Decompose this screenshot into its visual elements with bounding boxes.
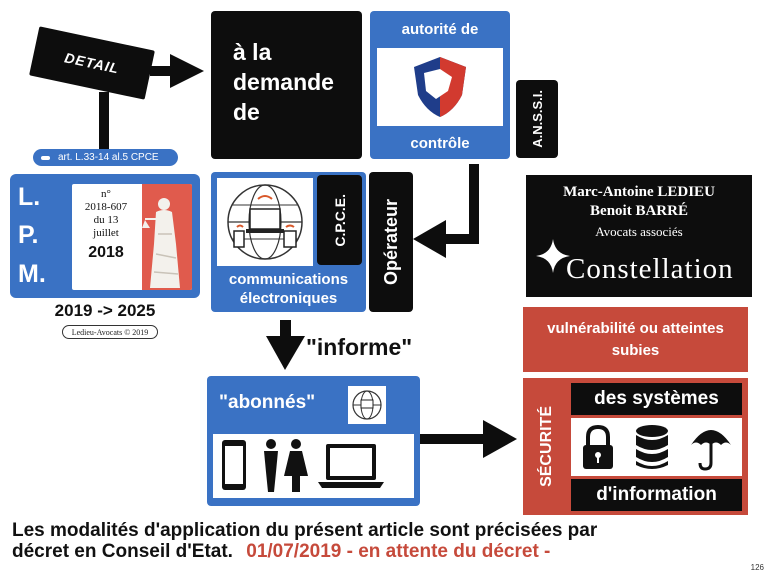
lpm-ref-text: art. L.33-14 al.5 CPCE <box>58 152 159 163</box>
abonnes-globe-panel <box>348 386 386 424</box>
footer-line1: Les modalités d'application du présent a… <box>12 520 598 541</box>
abonnes-image-panel <box>213 434 414 498</box>
cpce-side-box: C.P.C.E. <box>317 175 362 265</box>
anssi-logo-panel <box>377 48 503 126</box>
lpm-date: du 13 juillet <box>93 214 119 239</box>
demande-box: à la demande de <box>211 11 362 159</box>
lpm-number-prefix: n° <box>101 188 111 200</box>
umbrella-icon <box>691 430 732 471</box>
lpm-letter-l: L. <box>18 182 41 211</box>
securite-icons-panel <box>571 418 742 476</box>
lpm-range: 2019 -> 2025 <box>54 301 156 320</box>
copyright-badge: Ledieu-Avocats © 2019 <box>62 325 158 339</box>
lpm-letters: L. P. M. <box>18 178 54 294</box>
footer-status: 01/07/2019 - en attente du décret - <box>246 541 551 562</box>
securite-side: SÉCURITÉ <box>527 382 567 511</box>
lpm-doc: n° 2018-607 du 13 juillet 2018 <box>72 184 192 290</box>
securite-top-box: vulnérabilité ou atteintes subies <box>523 307 748 372</box>
lpm-doc-image <box>142 184 192 290</box>
lpm-card: L. P. M. n° 2018-607 du 13 juillet 2018 <box>10 174 200 298</box>
securite-side-label: SÉCURITÉ <box>538 406 555 487</box>
constellation-name1: Marc-Antoine LEDIEU <box>563 183 715 200</box>
arrow-detail-demande <box>170 54 204 88</box>
arrow-informe <box>266 336 305 370</box>
globe-icon <box>352 390 382 420</box>
star-icon <box>536 239 570 273</box>
minus-icon <box>41 155 50 160</box>
lpm-ref-pill: art. L.33-14 al.5 CPCE <box>33 149 178 166</box>
constellation-role: Avocats associés <box>595 224 683 239</box>
database-icon <box>636 425 669 469</box>
systems-label: des systèmes <box>571 383 742 415</box>
securite-box: SÉCURITÉ des systèmes d'information <box>523 378 748 515</box>
demande-text: à la demande de <box>233 39 334 125</box>
cpce-image-panel <box>217 178 313 266</box>
anssi-logo-icon <box>414 57 466 117</box>
page-number: 126 <box>750 563 764 572</box>
lock-icon <box>582 424 613 469</box>
detail-post <box>99 92 109 150</box>
anssi-side-box: A.N.S.S.I. <box>516 80 558 158</box>
anssi-box: autorité de contrôle <box>370 11 510 159</box>
detail-label: DETAIL <box>63 49 121 77</box>
footer-line2-text: décret en Conseil d'Etat. <box>12 541 233 562</box>
lpm-number: 2018-607 <box>84 201 128 213</box>
lpm-letter-m: M. <box>18 260 46 289</box>
constellation-brand: Constellation <box>566 253 734 285</box>
constellation-name2: Benoit BARRÉ <box>590 202 688 219</box>
informe-label: "informe" <box>306 334 413 360</box>
users-devices-icon <box>221 439 384 492</box>
arrow-anssi-operateur <box>413 220 446 258</box>
lpm-year: 2018 <box>88 244 124 261</box>
constellation-box: Marc-Antoine LEDIEU Benoit BARRÉ Avocats… <box>526 175 752 297</box>
cpce-side-label: C.P.C.E. <box>331 193 348 247</box>
lpm-letter-p: P. <box>18 221 39 250</box>
anssi-bottom-label: contrôle <box>410 134 470 152</box>
arrow-abonnes-securite <box>483 420 517 458</box>
cpce-label: communications électroniques <box>228 271 349 307</box>
network-devices-icon <box>227 184 303 260</box>
footer-line2: décret en Conseil d'Etat. 01/07/2019 - e… <box>12 541 762 565</box>
abonnes-label: "abonnés" <box>219 392 316 413</box>
anssi-top-label: autorité de <box>401 20 479 38</box>
operateur-label: Opérateur <box>380 198 401 286</box>
abonnes-globe-box <box>342 379 392 431</box>
anssi-side-label: A.N.S.S.I. <box>529 90 545 148</box>
information-label: d'information <box>571 479 742 511</box>
operateur-box: Opérateur <box>369 172 413 312</box>
lpm-doc-text: n° 2018-607 du 13 juillet 2018 <box>74 188 138 263</box>
justice-statue-icon <box>142 198 180 288</box>
cpce-box: C.P.C.E. communications électroniques <box>211 172 366 312</box>
